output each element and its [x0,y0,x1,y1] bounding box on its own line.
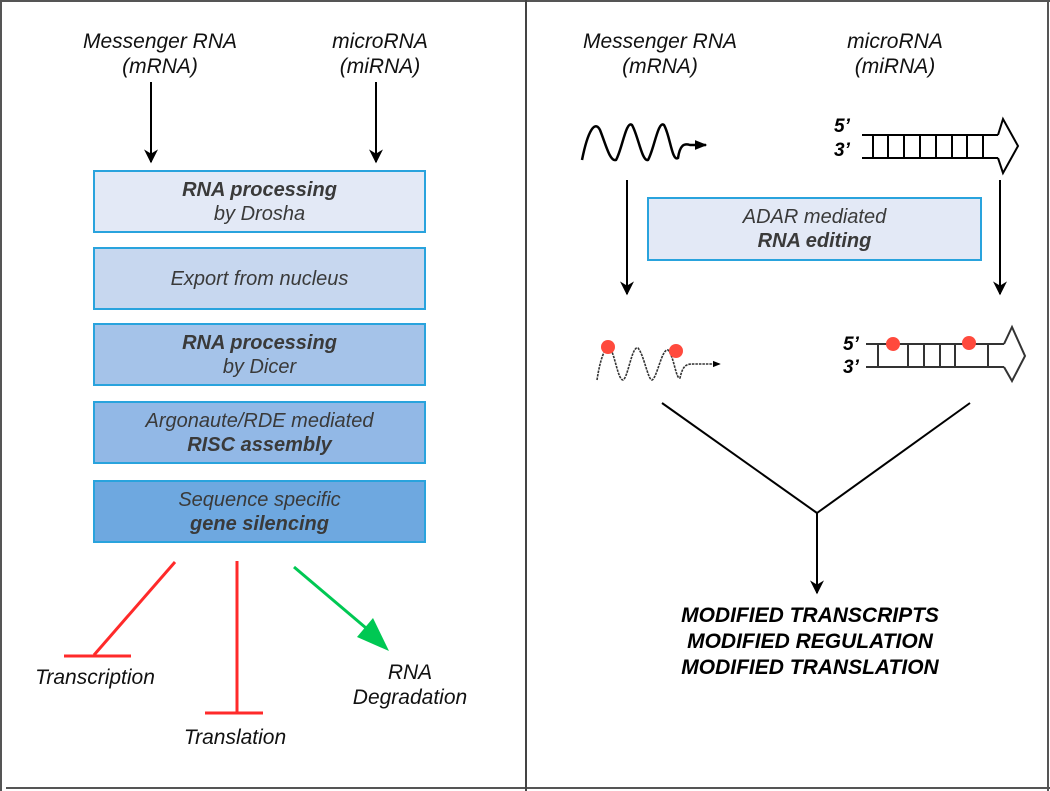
edit-site-mirna-1 [886,337,900,351]
edit-site-mrna-1 [601,340,615,354]
step-silencing-title: gene silencing [190,512,329,535]
step-risc-assembly: Argonaute/RDE mediated RISC assembly [93,401,426,464]
frame-border-bottom [6,787,1050,789]
edit-site-mirna-2 [962,336,976,350]
step-gene-silencing: Sequence specific gene silencing [93,480,426,543]
left-input-mirna-name: microRNA [332,30,428,53]
left-input-mrna-abbr: (mRNA) [122,55,198,78]
inhibition-transcription [64,561,177,658]
frame-border-left [0,0,2,791]
step-dicer-processing: RNA processing by Dicer [93,323,426,386]
step-risc-title: RISC assembly [187,433,332,456]
effect-translation-label: Translation [183,726,287,749]
panel-divider [525,0,527,791]
step-dicer-title: RNA processing [182,331,337,354]
edited-mirna-3prime-label: 3’ [843,357,859,378]
effect-degradation-label: RNA Degradation [335,660,485,710]
step-export-title: Export from nucleus [170,267,349,290]
left-input-mirna: microRNA (miRNA) [300,29,460,79]
right-input-mrna: Messenger RNA (mRNA) [550,29,770,79]
edited-mirna-duplex-icon [866,324,1027,384]
left-input-mrna: Messenger RNA (mRNA) [50,29,270,79]
effect-degradation-line1: RNA [387,661,433,684]
step-risc-subtitle: Argonaute/RDE mediated [145,409,374,432]
step-nuclear-export: Export from nucleus [93,247,426,310]
step-drosha-title: RNA processing [182,178,337,201]
converge-line-left [661,402,818,514]
edited-mirna-5prime-label: 5’ [843,334,859,355]
outcome-translation: MODIFIED TRANSLATION [681,656,939,679]
adar-editing-title: RNA editing [757,230,872,252]
mirna-3prime-label: 3’ [834,140,850,161]
right-input-mirna-abbr: (miRNA) [854,55,936,78]
left-input-mirna-abbr: (miRNA) [339,55,421,78]
step-drosha-subtitle: by Drosha [213,202,306,225]
effect-transcription-label: Transcription [35,666,155,689]
outcomes-list: MODIFIED TRANSCRIPTS MODIFIED REGULATION… [600,603,1020,681]
edit-site-mrna-2 [669,344,683,358]
right-input-mirna: microRNA (miRNA) [820,29,970,79]
inhibition-translation [205,561,263,715]
mirna-5prime-label: 5’ [834,116,850,137]
mirna-duplex-icon [862,116,1020,176]
right-input-mrna-name: Messenger RNA [582,30,738,53]
outcome-regulation: MODIFIED REGULATION [687,630,933,653]
step-silencing-subtitle: Sequence specific [178,488,341,511]
adar-editing-subtitle: ADAR mediated [742,206,887,228]
step-dicer-subtitle: by Dicer [222,355,297,378]
converge-line-right [816,402,971,514]
step-drosha-processing: RNA processing by Drosha [93,170,426,233]
mrna-wave-icon [580,123,708,162]
activation-rna-degradation [293,565,389,651]
right-input-mirna-name: microRNA [847,30,943,53]
adar-editing-box: ADAR mediated RNA editing [647,197,982,261]
right-input-mrna-abbr: (mRNA) [622,55,698,78]
edited-mrna-wave-icon [596,346,721,381]
frame-border-right [1047,0,1049,791]
outcome-transcripts: MODIFIED TRANSCRIPTS [681,604,939,627]
left-input-mrna-name: Messenger RNA [82,30,238,53]
effect-degradation-line2: Degradation [352,686,468,709]
